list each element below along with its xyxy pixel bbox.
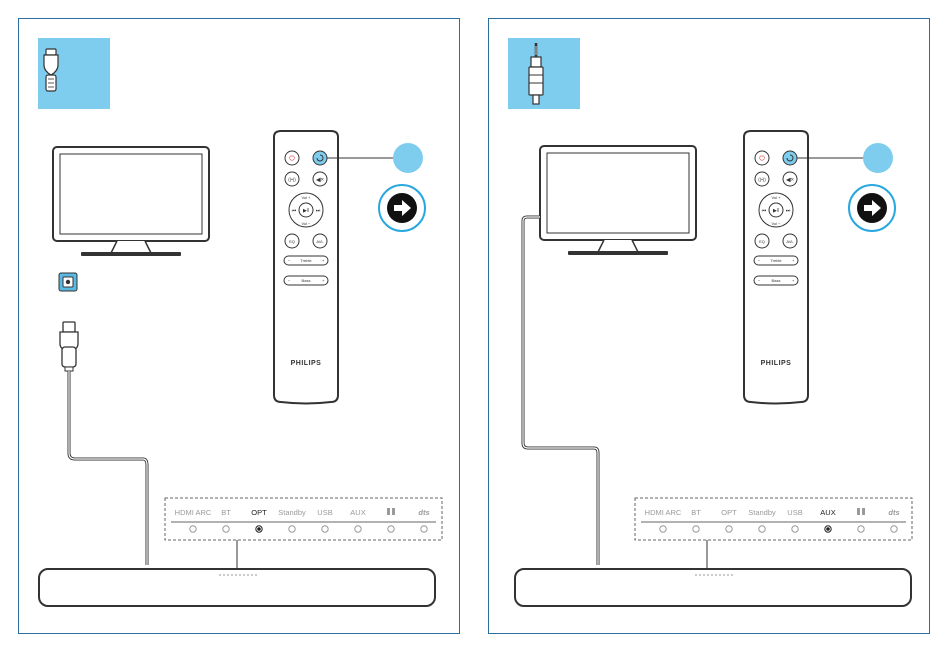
avl-label: AVL (786, 239, 794, 244)
svg-text:⏮: ⏮ (762, 208, 767, 214)
indicator-led (660, 526, 666, 532)
optical-port-icon (59, 273, 77, 291)
eq-label: EQ (289, 239, 295, 244)
avl-label: AVL (316, 239, 324, 244)
svg-text:⏭: ⏭ (316, 208, 321, 214)
aux-cable (523, 217, 598, 565)
vol-up-label: Vol + (301, 195, 311, 200)
panel-aux-connection: ⏻ ((•)) ◀× ▶‖ ⏮ ⏭ Vol + Vol − EQ AVL − T… (488, 18, 930, 634)
soundbar (515, 569, 911, 606)
indicator-label: BT (691, 508, 701, 517)
indicator-label: dts (418, 508, 429, 517)
vol-down-label: Vol − (771, 221, 781, 226)
soundbar (39, 569, 435, 606)
indicator-led (355, 526, 361, 532)
indicator-led (289, 526, 295, 532)
optical-connection-illustration: ⏻ ((•)) ◀× ▶‖ ⏮ ⏭ Vol + Vol − EQ AVL − T… (19, 19, 461, 635)
optical-cable (60, 322, 147, 565)
indicator-led-dot (257, 527, 261, 531)
eq-label: EQ (759, 239, 765, 244)
panel-optical-connection: ⏻ ((•)) ◀× ▶‖ ⏮ ⏭ Vol + Vol − EQ AVL − T… (18, 18, 460, 634)
indicator-led (858, 526, 864, 532)
bass-label: Bass (302, 278, 311, 283)
mute-icon: ◀× (786, 178, 795, 184)
vol-down-label: Vol − (301, 221, 311, 226)
bass-label: Bass (772, 278, 781, 283)
indicator-label: Standby (748, 508, 776, 517)
remote-control: ⏻ ((•)) ◀× ▶‖ ⏮ ⏭ Vol + Vol − EQ AVL − T… (744, 131, 869, 404)
brand-logo: PHILIPS (291, 360, 322, 367)
power-icon: ⏻ (289, 155, 295, 163)
svg-text:⏮: ⏮ (292, 208, 297, 214)
indicator-label: dts (888, 508, 899, 517)
step-callout (393, 143, 423, 173)
indicator-label: HDMI ARC (645, 508, 682, 517)
indicator-led (693, 526, 699, 532)
svg-text:▶‖: ▶‖ (303, 208, 309, 214)
remote-control: ⏻ ((•)) ◀× ▶‖ ⏮ ⏭ Vol + Vol − EQ AVL − T… (274, 131, 399, 404)
indicator-led (759, 526, 765, 532)
indicator-led-dot (826, 527, 830, 531)
indicator-label: USB (317, 508, 332, 517)
indicator-label: USB (787, 508, 802, 517)
indicator-led (421, 526, 427, 532)
indicator-label: OPT (721, 508, 737, 517)
arrow-right-circle-icon (849, 185, 895, 231)
svg-text:((•)): ((•)) (758, 177, 766, 182)
tv (540, 146, 696, 255)
brand-logo: PHILIPS (761, 360, 792, 367)
treble-label: Treble (770, 258, 782, 263)
aux-connection-illustration: ⏻ ((•)) ◀× ▶‖ ⏮ ⏭ Vol + Vol − EQ AVL − T… (489, 19, 931, 635)
tv (53, 147, 209, 256)
indicator-panel: HDMI ARC BT OPT Standby USB AUX DOLBY dts (635, 498, 912, 572)
svg-text:⏭: ⏭ (786, 208, 791, 214)
vol-up-label: Vol + (771, 195, 781, 200)
indicator-led (726, 526, 732, 532)
indicator-led (322, 526, 328, 532)
optical-plug-icon (38, 38, 110, 109)
treble-label: Treble (300, 258, 312, 263)
indicator-label: AUX (820, 508, 835, 517)
indicator-label: DOLBY (389, 518, 393, 520)
indicator-led (891, 526, 897, 532)
indicator-label: DOLBY (859, 518, 863, 520)
indicator-label: HDMI ARC (175, 508, 212, 517)
indicator-label: BT (221, 508, 231, 517)
indicator-panel: HDMI ARC BT OPT Standby USB AUX DOLBY dts (165, 498, 442, 572)
indicator-led (223, 526, 229, 532)
arrow-right-circle-icon (379, 185, 425, 231)
step-callout (863, 143, 893, 173)
indicator-label: Standby (278, 508, 306, 517)
indicator-led (792, 526, 798, 532)
svg-text:((•)): ((•)) (288, 177, 296, 182)
indicator-led (190, 526, 196, 532)
mute-icon: ◀× (316, 178, 325, 184)
indicator-label: OPT (251, 508, 267, 517)
audio-jack-icon (508, 38, 580, 109)
power-icon: ⏻ (759, 155, 765, 163)
indicator-label: AUX (350, 508, 365, 517)
indicator-led (388, 526, 394, 532)
svg-text:▶‖: ▶‖ (773, 208, 779, 214)
